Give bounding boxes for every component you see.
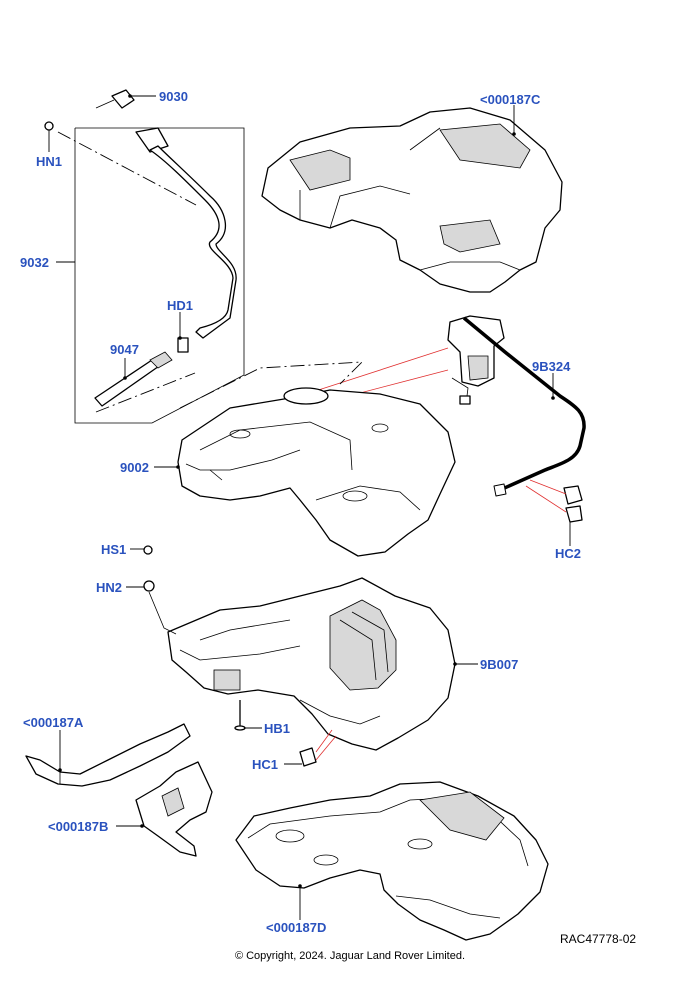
label-000187C[interactable]: <000187C [480,92,541,107]
label-000187B[interactable]: <000187B [48,819,108,834]
heat-shield-upper [261,107,563,293]
part-labels: 9030 <000187C HN1 9032 HD1 9047 9B324 90… [20,89,581,935]
label-9030[interactable]: 9030 [159,89,188,104]
heat-shield-bracket [135,761,213,857]
label-000187D[interactable]: <000187D [266,920,326,935]
label-9002[interactable]: 9002 [120,460,149,475]
label-HC1[interactable]: HC1 [252,757,278,772]
label-000187A[interactable]: <000187A [23,715,84,730]
leader-lines [48,94,571,920]
heat-shield-strip [25,723,191,787]
fuel-pump-module [299,315,505,405]
label-HS1[interactable]: HS1 [101,542,126,557]
lower-undertray [235,781,549,941]
fuel-tank [177,361,456,557]
filler-neck-assembly [44,89,245,424]
diagram-reference-code: RAC47778-02 [560,932,637,946]
label-HN2[interactable]: HN2 [96,580,122,595]
label-9B324[interactable]: 9B324 [532,359,571,374]
label-9047[interactable]: 9047 [110,342,139,357]
copyright-notice: © Copyright, 2024. Jaguar Land Rover Lim… [234,950,466,962]
label-HC2[interactable]: HC2 [555,546,581,561]
label-9B007[interactable]: 9B007 [480,657,518,672]
tank-undershield [143,545,456,767]
label-HD1[interactable]: HD1 [167,298,193,313]
label-9032[interactable]: 9032 [20,255,49,270]
label-HB1[interactable]: HB1 [264,721,290,736]
label-HN1[interactable]: HN1 [36,154,62,169]
fuel-line [462,316,586,523]
